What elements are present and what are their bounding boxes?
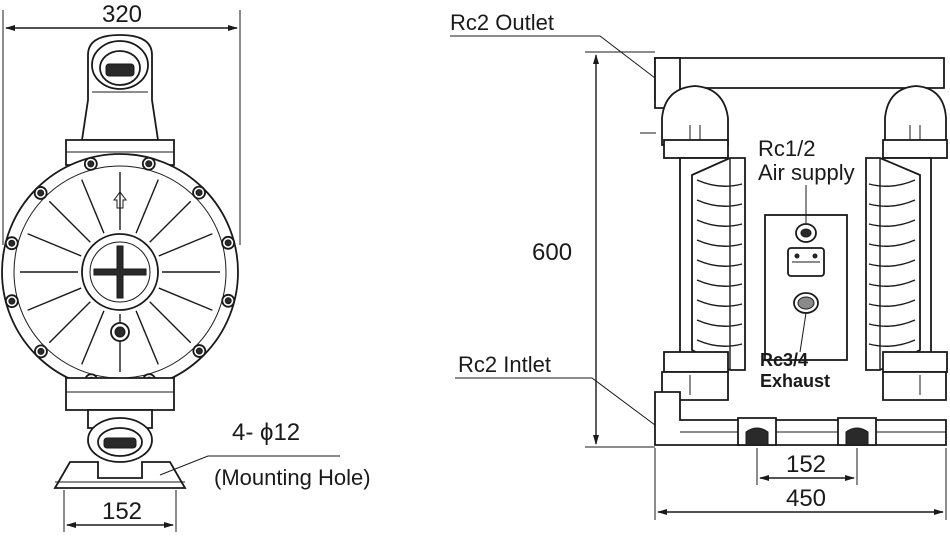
dim-front-width-label: 320 xyxy=(102,1,142,28)
housing-spoke xyxy=(149,200,192,243)
diaphragm-rib xyxy=(696,259,743,267)
housing-spoke xyxy=(27,287,82,311)
inlet-callout: Rc2 Intlet xyxy=(455,352,656,426)
housing-bolt-center xyxy=(224,297,232,305)
dim-side-base: 152 xyxy=(756,448,858,485)
housing-bolt-center xyxy=(37,189,45,197)
side-view xyxy=(654,57,948,446)
housing-bolt-center xyxy=(195,347,203,355)
diaphragm-rib xyxy=(696,279,743,287)
diaphragm-rib xyxy=(868,259,916,267)
diaphragm-rib xyxy=(868,339,916,347)
diaphragm-rib xyxy=(696,299,743,307)
exhaust-label: Exhaust xyxy=(760,371,830,391)
housing-bolt-center xyxy=(37,347,45,355)
dim-side-height-label: 600 xyxy=(532,239,572,266)
dim-front-base-label: 152 xyxy=(102,498,142,525)
diaphragm-rib xyxy=(868,299,916,307)
mounting-hole-callout: 4- ϕ12 (Mounting Hole) xyxy=(159,419,371,490)
housing-spoke xyxy=(27,233,82,257)
exhaust-size: Rc3/4 xyxy=(760,350,808,370)
air-supply-size: Rc1/2 xyxy=(758,136,815,161)
housing-spoke xyxy=(48,200,91,243)
front-inlet-port xyxy=(53,409,187,489)
dim-side-height: 600 xyxy=(532,51,656,448)
housing-bolt-center xyxy=(224,239,232,247)
mounting-hole-size: 4- ϕ12 xyxy=(232,419,300,446)
diaphragm-rib xyxy=(696,339,743,347)
housing-bolt-center xyxy=(8,297,16,305)
diaphragm-rib xyxy=(868,219,916,227)
diaphragm-rib xyxy=(696,319,743,327)
diaphragm-rib xyxy=(696,239,743,247)
air-supply-callout: Rc1/2 Air supply xyxy=(758,136,855,223)
housing-bolt-center xyxy=(8,239,16,247)
housing-spoke xyxy=(48,301,91,344)
dim-front-width: 320 xyxy=(2,1,241,245)
housing-spoke xyxy=(158,233,213,257)
diaphragm-rib xyxy=(696,219,743,227)
outlet-label: Rc2 Outlet xyxy=(450,10,554,35)
housing-spoke xyxy=(135,310,159,365)
diaphragm-rib xyxy=(868,279,916,287)
housing-spoke xyxy=(158,287,213,311)
diaphragm-rib xyxy=(868,239,916,247)
front-view xyxy=(1,34,239,489)
inlet-label: Rc2 Intlet xyxy=(458,352,551,377)
housing-spoke xyxy=(149,301,192,344)
diaphragm-rib xyxy=(696,179,743,187)
diaphragm-rib xyxy=(696,199,743,207)
housing-spoke xyxy=(81,310,105,365)
dim-front-base: 152 xyxy=(63,490,177,532)
diaphragm-rib xyxy=(868,199,916,207)
exhaust-callout: Rc3/4 Exhaust xyxy=(760,312,830,391)
dim-side-total-label: 450 xyxy=(786,485,826,512)
front-diaphragm-housing xyxy=(1,153,239,391)
outlet-callout: Rc2 Outlet xyxy=(450,10,656,79)
housing-bolt-center xyxy=(195,189,203,197)
front-outlet-port xyxy=(80,34,160,141)
housing-bolt-center xyxy=(87,160,95,168)
mounting-hole-note: (Mounting Hole) xyxy=(214,465,371,490)
diaphragm-rib xyxy=(868,179,916,187)
diaphragm-rib xyxy=(868,319,916,327)
dim-side-base-label: 152 xyxy=(786,451,826,478)
housing-spoke xyxy=(135,179,159,234)
housing-spoke xyxy=(81,179,105,234)
housing-bolt-center xyxy=(145,160,153,168)
dim-side-total: 450 xyxy=(654,448,947,520)
air-supply-label: Air supply xyxy=(758,160,855,185)
